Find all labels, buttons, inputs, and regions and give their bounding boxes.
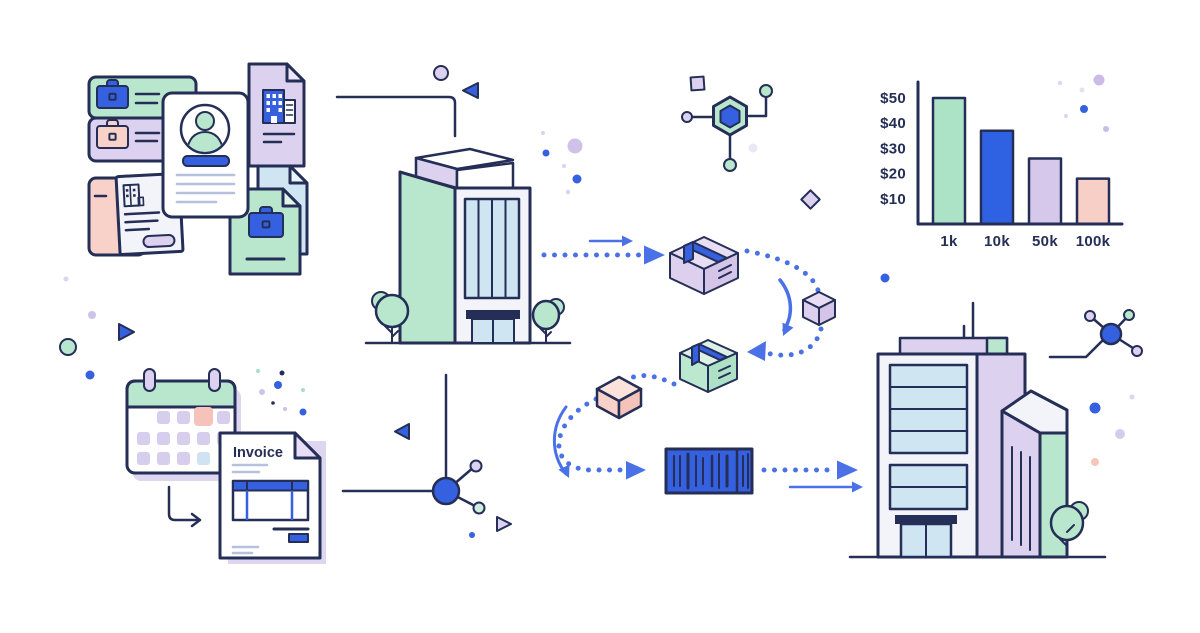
- bar-chart-plot: [931, 96, 1111, 226]
- building-icon: [262, 89, 296, 124]
- profile-card: [161, 91, 250, 219]
- dotted-curve: [556, 396, 627, 473]
- invoice-table: [231, 479, 310, 522]
- briefcase-icon: [96, 119, 129, 149]
- diamond-decor: [800, 189, 821, 210]
- tree-icon: [531, 298, 565, 344]
- arrowhead-icon: [626, 461, 646, 480]
- y-tick-label: $10: [880, 191, 906, 208]
- entrance-band: [895, 515, 957, 524]
- dots-decor: [880, 273, 1135, 466]
- briefcase-icon: [248, 206, 284, 238]
- triangle-decor: [462, 82, 479, 99]
- molecule-icon: [1048, 309, 1143, 359]
- bar-10k: [979, 129, 1015, 226]
- molecule-icon: [341, 373, 486, 515]
- entrance-band: [466, 310, 520, 319]
- destination-building: [848, 301, 1107, 559]
- briefcase-icon: [96, 79, 129, 109]
- elbow-arrow: [167, 485, 202, 528]
- y-tick-label: $40: [880, 115, 906, 132]
- package-box-icon: [679, 339, 738, 393]
- bar-100k: [1075, 177, 1111, 226]
- dots-decor: [541, 131, 583, 195]
- triangle-decor: [394, 423, 410, 440]
- antenna: [962, 301, 975, 340]
- origin-building: [364, 147, 572, 345]
- dotted-curve: [763, 326, 824, 358]
- circle-decor: [433, 65, 449, 81]
- annex-building: [1000, 389, 1069, 559]
- chart-x-axis-labels: 1k 10k 50k 100k: [940, 233, 1110, 250]
- highlighted-day: [194, 407, 213, 426]
- chart-axes: [916, 80, 1124, 226]
- x-tick-label: 10k: [984, 233, 1010, 250]
- hexagon-network-icon: [681, 84, 773, 172]
- dot-decor: [469, 532, 475, 538]
- x-tick-label: 50k: [1032, 233, 1058, 250]
- connector-line: [335, 95, 457, 138]
- x-tick-label: 1k: [940, 233, 958, 250]
- curved-arrow-icon: [552, 405, 568, 476]
- chart-y-axis-labels: $50 $40 $30 $20 $10: [880, 90, 906, 208]
- dotted-curve: [623, 373, 677, 387]
- pill-field: [142, 233, 176, 249]
- name-bar: [182, 155, 230, 167]
- company-document: [247, 62, 306, 168]
- invoice-title: Invoice: [233, 445, 283, 461]
- package-box-icon: [669, 236, 739, 295]
- building-icon: [122, 183, 145, 208]
- square-decor: [689, 75, 706, 92]
- documents-cluster: [87, 62, 309, 276]
- curved-arrow-icon: [778, 278, 793, 332]
- dots-decor: [1058, 74, 1109, 132]
- tree-icon: [371, 291, 410, 344]
- dotted-curve: [744, 248, 822, 297]
- invoice-document: Invoice: [218, 431, 326, 564]
- tree-icon: [1049, 501, 1089, 558]
- logistics-flow: [541, 235, 863, 495]
- arrowhead-icon: [747, 341, 766, 361]
- barcode-icon: [664, 447, 754, 495]
- y-tick-label: $20: [880, 166, 906, 183]
- binder-ring: [143, 368, 156, 392]
- bar-50k: [1027, 157, 1063, 226]
- x-tick-label: 100k: [1076, 233, 1111, 250]
- triangle-decor: [118, 323, 135, 341]
- pricing-bar-chart: $50 $40 $30 $20 $10 1k 10k 50k 100k: [880, 80, 1124, 250]
- y-tick-label: $50: [880, 90, 906, 107]
- total-field: [288, 533, 309, 543]
- dots-decor: [59, 276, 135, 380]
- avatar-icon: [179, 103, 231, 155]
- briefcase-document: [228, 187, 302, 276]
- triangle-decor: [496, 516, 512, 532]
- cube-icon: [595, 375, 643, 420]
- arrowhead-icon: [644, 245, 665, 265]
- dots-decor: [256, 369, 307, 416]
- cube-icon: [802, 291, 836, 326]
- dot-decor: [748, 143, 758, 153]
- y-tick-label: $30: [880, 140, 906, 157]
- bar-1k: [931, 96, 967, 226]
- arrowhead-icon: [837, 460, 858, 480]
- binder-ring: [208, 368, 221, 392]
- calendar-icon: [125, 368, 241, 481]
